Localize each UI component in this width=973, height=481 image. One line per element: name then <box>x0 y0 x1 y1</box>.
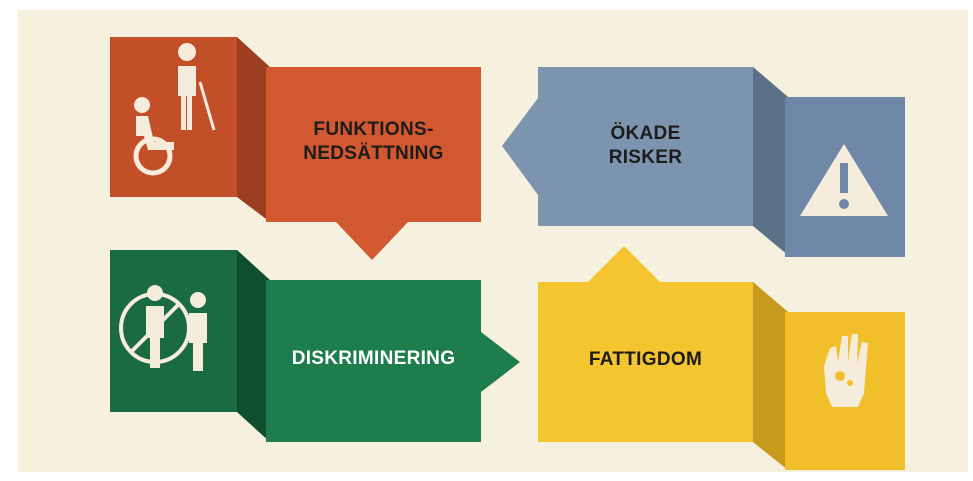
poverty-hand-icon <box>824 334 868 407</box>
arrow-down-icon <box>336 222 408 260</box>
exclusion-icon <box>119 285 207 371</box>
disability-icon <box>133 43 216 176</box>
diskriminering-block <box>110 250 520 442</box>
okade-risker-label: ÖKADE RISKER <box>608 123 683 168</box>
fattigdom-label: FATTIGDOM <box>588 349 703 370</box>
funktionsnedsattning-block <box>110 37 481 260</box>
diskriminering-label: DISKRIMINERING <box>291 348 456 369</box>
diagram-canvas: FUNKTIONS- NEDSÄTTNING ÖKADE RISKER DISK… <box>18 10 968 472</box>
funktionsnedsattning-label: FUNKTIONS- NEDSÄTTNING <box>303 119 444 164</box>
cycle-diagram <box>110 37 905 470</box>
warning-icon <box>800 144 888 216</box>
